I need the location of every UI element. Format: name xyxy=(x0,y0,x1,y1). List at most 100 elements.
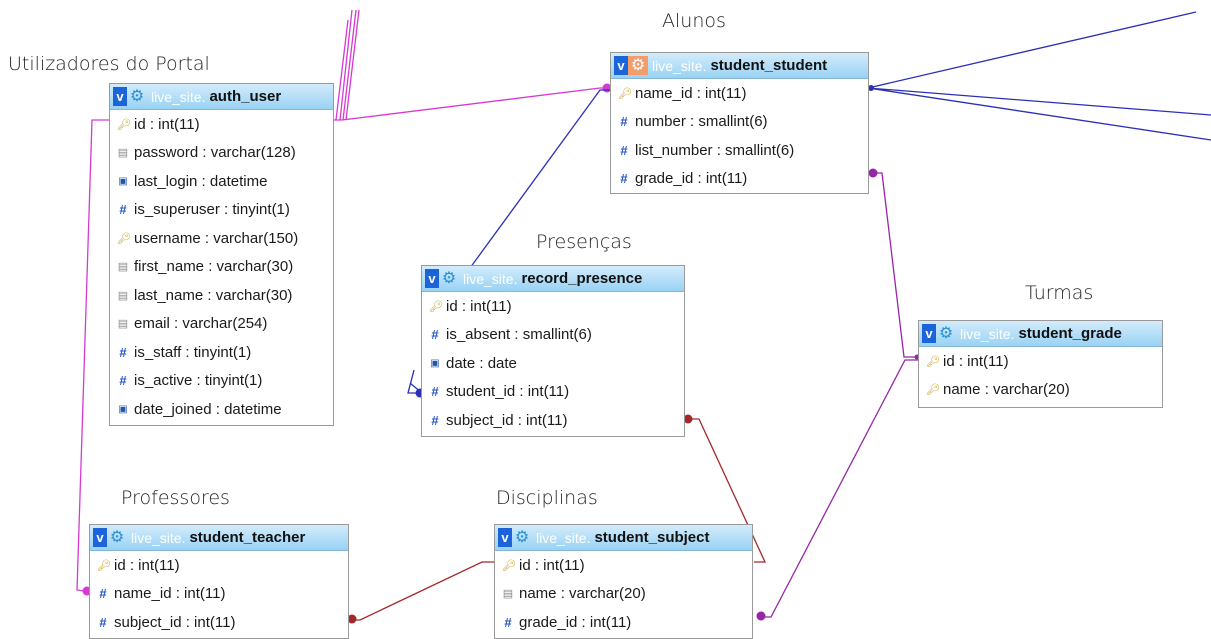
collapse-toggle-button[interactable]: v xyxy=(93,528,107,547)
column-label: date_joined : datetime xyxy=(134,400,282,418)
hash-icon: # xyxy=(99,614,107,630)
column-row[interactable]: ▤email : varchar(254) xyxy=(110,310,333,339)
database-name: live_site. xyxy=(463,270,518,287)
column-row[interactable]: ▤ password : varchar(128) xyxy=(110,139,333,168)
column-row[interactable]: #grade_id : int(11) xyxy=(495,608,752,637)
gear-icon[interactable]: ⚙ xyxy=(109,529,125,546)
collapse-toggle-button[interactable]: v xyxy=(425,269,439,288)
column-row[interactable]: 🔑︎username : varchar(150) xyxy=(110,224,333,253)
column-row[interactable]: #is_staff : tinyint(1) xyxy=(110,338,333,367)
column-label: name_id : int(11) xyxy=(635,84,747,102)
gear-icon[interactable]: ⚙ xyxy=(129,88,145,105)
column-row[interactable]: 🔑︎id : int(11) xyxy=(422,292,684,321)
database-name: live_site. xyxy=(652,57,707,74)
gear-icon[interactable]: ⚙ xyxy=(514,529,530,546)
collapse-toggle-button[interactable]: v xyxy=(614,56,628,75)
collapse-toggle-button[interactable]: v xyxy=(113,87,127,106)
hash-icon: # xyxy=(119,373,127,389)
column-label: id : int(11) xyxy=(446,297,512,315)
gear-icon[interactable]: ⚙ xyxy=(628,56,648,75)
hash-icon: # xyxy=(119,344,127,360)
column-row[interactable]: 🔑︎name_id : int(11) xyxy=(611,79,868,108)
table-name[interactable]: record_presence xyxy=(521,270,643,287)
table-student-subject[interactable]: v ⚙ live_site. student_subject 🔑︎id : in… xyxy=(494,524,753,639)
column-row[interactable]: # number : smallint(6) xyxy=(611,108,868,137)
column-row[interactable]: 🔑︎id : int(11) xyxy=(90,551,348,580)
table-header[interactable]: v ⚙ live_site. record_presence xyxy=(422,266,684,292)
column-row[interactable]: ▣date_joined : datetime xyxy=(110,395,333,424)
table-header[interactable]: v ⚙ live_site. student_teacher xyxy=(90,525,348,551)
table-header[interactable]: v ⚙ live_site. student_subject xyxy=(495,525,752,551)
table-student-grade[interactable]: v ⚙ live_site. student_grade 🔑︎id : int(… xyxy=(918,320,1163,408)
table-header[interactable]: v ⚙ live_site. auth_user xyxy=(110,84,333,110)
link-dot xyxy=(868,85,874,91)
column-label: is_superuser : tinyint(1) xyxy=(134,201,290,219)
table-header[interactable]: v ⚙ live_site. student_grade xyxy=(919,321,1162,347)
table-name[interactable]: student_subject xyxy=(594,529,710,546)
calendar-icon: ▣ xyxy=(118,175,128,187)
table-auth-user[interactable]: v ⚙ live_site. auth_user 🔑︎id : int(11) … xyxy=(109,83,334,426)
collapse-toggle-button[interactable]: v xyxy=(498,528,512,547)
column-row[interactable]: # grade_id : int(11) xyxy=(611,165,868,194)
table-name[interactable]: student_teacher xyxy=(189,529,306,546)
hash-icon: # xyxy=(620,171,628,187)
link-subject-grade xyxy=(757,359,920,618)
column-row[interactable]: ▤first_name : varchar(30) xyxy=(110,253,333,282)
hash-icon: # xyxy=(504,614,512,630)
text-icon: ▤ xyxy=(117,318,129,331)
key-icon: 🔑︎ xyxy=(618,87,632,100)
text-icon: ▤ xyxy=(117,261,129,274)
database-name: live_site. xyxy=(131,529,186,546)
column-row[interactable]: #is_superuser : tinyint(1) xyxy=(110,196,333,225)
table-name[interactable]: auth_user xyxy=(209,88,282,105)
caption-record-presence: Presenças xyxy=(536,231,632,253)
key-icon: 🔑︎ xyxy=(926,384,940,397)
column-row[interactable]: #is_active : tinyint(1) xyxy=(110,367,333,396)
collapse-toggle-button[interactable]: v xyxy=(922,324,936,343)
gear-icon[interactable]: ⚙ xyxy=(441,270,457,287)
column-row[interactable]: 🔑︎id : int(11) xyxy=(495,551,752,580)
caption-student-subject: Disciplinas xyxy=(496,487,598,509)
column-row[interactable]: ▣date : date xyxy=(422,349,684,378)
gear-icon[interactable]: ⚙ xyxy=(938,325,954,342)
column-label: last_name : varchar(30) xyxy=(134,286,293,304)
column-row[interactable]: ▤last_name : varchar(30) xyxy=(110,281,333,310)
table-name[interactable]: student_student xyxy=(710,57,828,74)
column-label: number : smallint(6) xyxy=(635,113,768,131)
link-student-offcanvas xyxy=(867,11,1211,141)
column-label: subject_id : int(11) xyxy=(446,411,568,429)
column-row[interactable]: #list_number : smallint(6) xyxy=(611,136,868,165)
column-row[interactable]: #subject_id : int(11) xyxy=(422,406,684,435)
column-label: password : varchar(128) xyxy=(134,144,296,162)
column-row[interactable]: 🔑︎id : int(11) xyxy=(919,347,1162,376)
column-row[interactable]: #name_id : int(11) xyxy=(90,580,348,609)
column-row[interactable]: 🔑︎id : int(11) xyxy=(110,110,333,139)
hash-icon: # xyxy=(431,384,439,400)
link-dot xyxy=(756,611,766,621)
column-row[interactable]: ▤name : varchar(20) xyxy=(495,580,752,609)
table-student-teacher[interactable]: v ⚙ live_site. student_teacher 🔑︎id : in… xyxy=(89,524,349,639)
column-row[interactable]: 🔑︎name : varchar(20) xyxy=(919,376,1162,405)
column-label: student_id : int(11) xyxy=(446,383,570,401)
key-icon: 🔑︎ xyxy=(429,300,443,313)
column-label: name : varchar(20) xyxy=(519,585,646,603)
key-icon: 🔑︎ xyxy=(117,118,131,131)
table-record-presence[interactable]: v ⚙ live_site. record_presence 🔑︎id : in… xyxy=(421,265,685,437)
table-name[interactable]: student_grade xyxy=(1018,325,1122,342)
key-icon: 🔑︎ xyxy=(926,355,940,368)
column-label: grade_id : int(11) xyxy=(635,170,748,188)
column-label: name : varchar(20) xyxy=(943,381,1070,399)
column-row[interactable]: #subject_id : int(11) xyxy=(90,608,348,637)
column-row[interactable]: #is_absent : smallint(6) xyxy=(422,321,684,350)
column-label: name_id : int(11) xyxy=(114,585,226,603)
hash-icon: # xyxy=(620,114,628,130)
table-header[interactable]: v ⚙ live_site. student_student xyxy=(611,53,868,79)
column-row[interactable]: ▣last_login : datetime xyxy=(110,167,333,196)
column-row[interactable]: # student_id : int(11) xyxy=(422,378,684,407)
text-icon: ▤ xyxy=(117,147,129,160)
key-icon: 🔑︎ xyxy=(97,559,111,572)
table-student-student[interactable]: v ⚙ live_site. student_student 🔑︎name_id… xyxy=(610,52,869,194)
column-label: id : int(11) xyxy=(114,556,180,574)
link-teacher-subject xyxy=(348,561,496,621)
